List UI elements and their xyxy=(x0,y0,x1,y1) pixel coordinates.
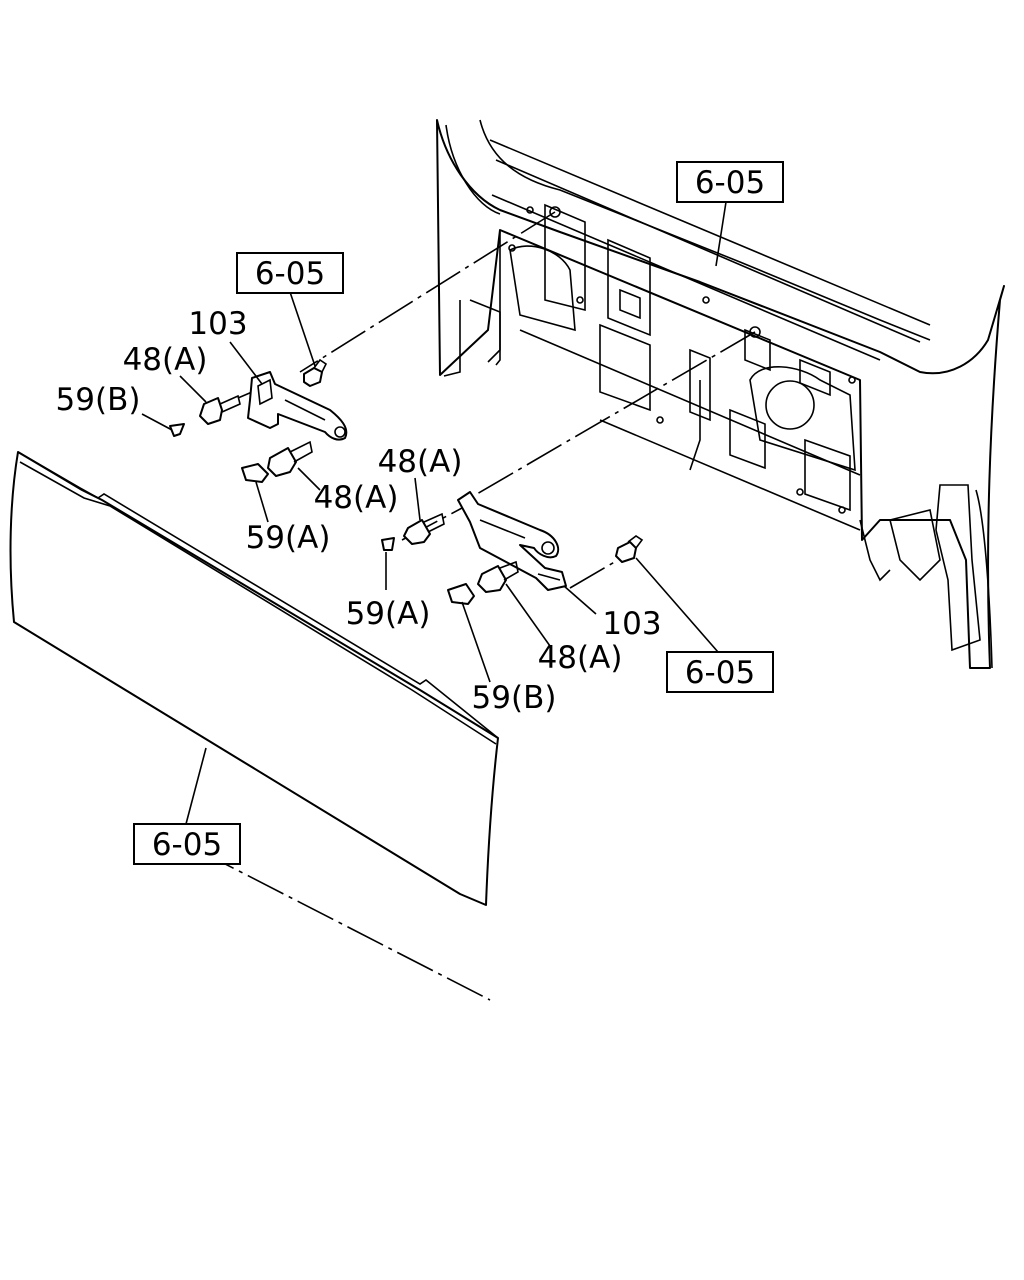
cab-front-panel xyxy=(436,119,1005,669)
ref-box-top-left: 6-05 xyxy=(236,252,344,294)
left-clip-lower-icon xyxy=(241,463,269,483)
callout-right-bolt-upper: 48(A) xyxy=(378,444,463,480)
right-bolt-upper-icon xyxy=(403,512,445,545)
right-bolt-lower-icon xyxy=(477,560,519,593)
left-mount-bolt-icon xyxy=(303,358,328,387)
left-hinge-assembly xyxy=(169,358,348,483)
ref-box-right: 6-05 xyxy=(666,651,774,693)
left-bolt-upper-icon xyxy=(199,394,241,425)
left-clip-upper-icon xyxy=(169,423,185,437)
callout-left-clip-lower: 59(A) xyxy=(246,520,331,556)
callout-right-bracket: 103 xyxy=(602,606,661,642)
ref-label: 6-05 xyxy=(695,165,765,201)
ref-label: 6-05 xyxy=(685,655,755,691)
right-hinge-bracket xyxy=(457,491,567,591)
ref-box-bottom: 6-05 xyxy=(133,823,241,865)
right-mount-bolt-icon xyxy=(615,535,644,563)
right-clip-upper-icon xyxy=(381,537,395,551)
callout-left-bolt-upper: 48(A) xyxy=(123,342,208,378)
callout-right-clip-lower: 59(B) xyxy=(472,680,557,716)
right-clip-lower-icon xyxy=(447,583,475,605)
callout-left-bracket: 103 xyxy=(188,306,247,342)
callout-right-clip-upper: 59(A) xyxy=(346,596,431,632)
callout-right-bolt-lower: 48(A) xyxy=(538,640,623,676)
callout-left-clip-upper: 59(B) xyxy=(56,382,141,418)
ref-label: 6-05 xyxy=(255,256,325,292)
leader-lines xyxy=(141,201,727,825)
right-hinge-assembly xyxy=(381,491,644,605)
ref-label: 6-05 xyxy=(152,827,222,863)
part-callouts: 103 48(A) 59(B) 48(A) 59(A) 48(A) 59(A) … xyxy=(56,306,662,716)
ref-box-top-right: 6-05 xyxy=(676,161,784,203)
front-lid-panel xyxy=(9,451,499,906)
callout-left-bolt-lower: 48(A) xyxy=(314,480,399,516)
left-bolt-lower-icon xyxy=(267,440,313,477)
